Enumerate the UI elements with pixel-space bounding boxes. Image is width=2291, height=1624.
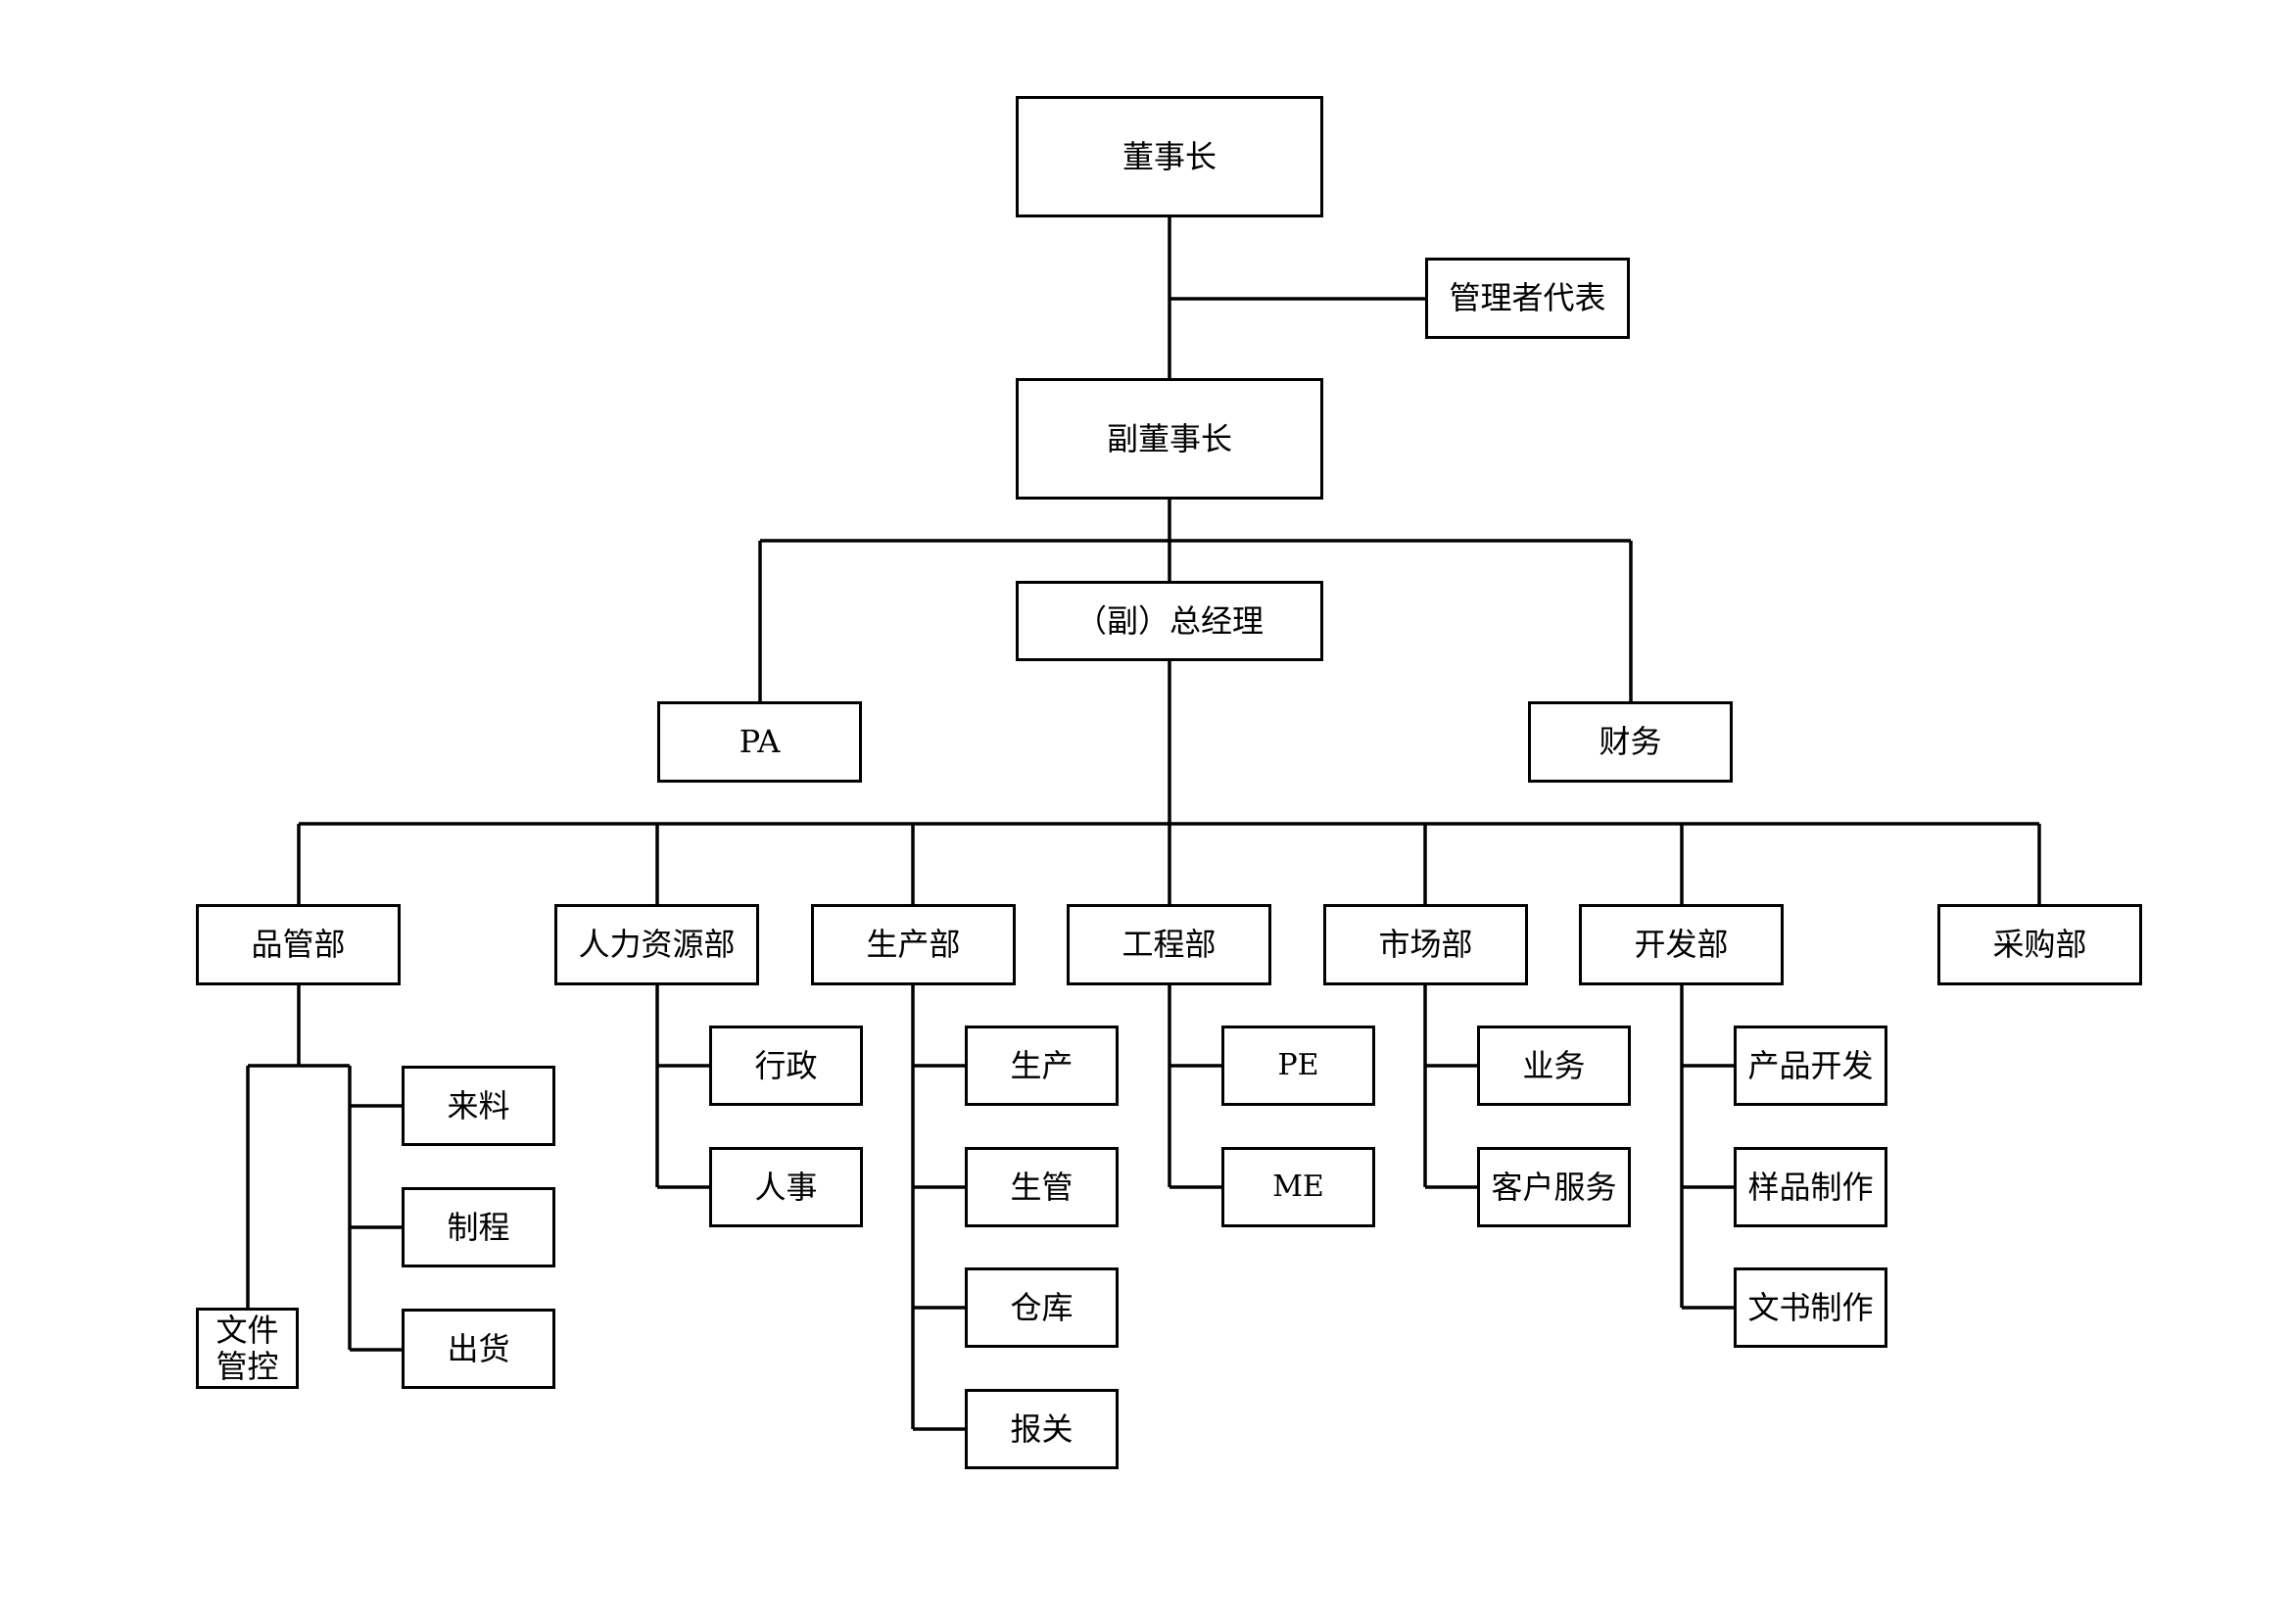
chairman-label: 董事长 (1122, 137, 1217, 175)
finance-label: 财务 (1599, 723, 1662, 761)
sub-label: 仓库 (1010, 1288, 1074, 1326)
quality-shipment: 出货 (402, 1309, 555, 1389)
chairman-box: 董事长 (1016, 96, 1323, 217)
dept-label: 市场部 (1378, 926, 1473, 964)
dept-marketing: 市场部 (1323, 904, 1528, 985)
eng-pe: PE (1221, 1026, 1375, 1106)
mkt-sales: 业务 (1477, 1026, 1631, 1106)
dept-label: 人力资源部 (578, 926, 736, 964)
dept-label: 采购部 (1992, 926, 2087, 964)
vice-chairman-box: 副董事长 (1016, 378, 1323, 500)
dept-quality: 品管部 (196, 904, 401, 985)
dev-documentation: 文书制作 (1734, 1267, 1887, 1348)
dept-purchasing: 采购部 (1937, 904, 2142, 985)
prod-planning: 生管 (965, 1147, 1119, 1227)
dept-development: 开发部 (1579, 904, 1784, 985)
sub-label: 来料 (447, 1086, 510, 1124)
dept-label: 品管部 (251, 926, 346, 964)
sub-label: 行政 (754, 1046, 818, 1084)
sub-label-line1: 文件 (215, 1311, 279, 1349)
pa-label: PA (739, 723, 781, 761)
sub-label: 产品开发 (1747, 1046, 1874, 1084)
dept-hr: 人力资源部 (554, 904, 759, 985)
quality-doc-control: 文件 管控 (196, 1308, 299, 1389)
sub-label: 客户服务 (1491, 1168, 1617, 1206)
management-rep-label: 管理者代表 (1449, 279, 1606, 317)
sub-label: ME (1272, 1169, 1324, 1204)
vice-chairman-label: 副董事长 (1106, 419, 1232, 457)
sub-label: 人事 (754, 1168, 818, 1206)
hr-admin: 行政 (709, 1026, 863, 1106)
dept-label: 工程部 (1122, 926, 1217, 964)
sub-label: 业务 (1522, 1046, 1586, 1084)
prod-customs: 报关 (965, 1389, 1119, 1469)
dept-label: 生产部 (866, 926, 961, 964)
dev-product-development: 产品开发 (1734, 1026, 1887, 1106)
prod-production: 生产 (965, 1026, 1119, 1106)
eng-me: ME (1221, 1147, 1375, 1227)
general-manager-label: （副）总经理 (1074, 601, 1264, 640)
management-rep-box: 管理者代表 (1425, 258, 1630, 339)
prod-warehouse: 仓库 (965, 1267, 1119, 1348)
sub-label: 生管 (1010, 1168, 1074, 1206)
mkt-customer-service: 客户服务 (1477, 1147, 1631, 1227)
sub-label: 样品制作 (1747, 1168, 1874, 1206)
dept-label: 开发部 (1634, 926, 1729, 964)
pa-box: PA (657, 701, 862, 783)
hr-personnel: 人事 (709, 1147, 863, 1227)
quality-process: 制程 (402, 1187, 555, 1267)
dev-sample-making: 样品制作 (1734, 1147, 1887, 1227)
sub-label: 出货 (447, 1329, 510, 1367)
finance-box: 财务 (1528, 701, 1733, 783)
sub-label: PE (1277, 1047, 1319, 1082)
dept-production: 生产部 (811, 904, 1016, 985)
sub-label: 生产 (1010, 1046, 1074, 1084)
dept-engineering: 工程部 (1067, 904, 1271, 985)
sub-label: 文书制作 (1747, 1288, 1874, 1326)
sub-label: 报关 (1010, 1409, 1074, 1448)
quality-incoming: 来料 (402, 1066, 555, 1146)
sub-label-line2: 管控 (215, 1347, 279, 1385)
general-manager-box: （副）总经理 (1016, 581, 1323, 661)
sub-label: 制程 (447, 1208, 510, 1246)
